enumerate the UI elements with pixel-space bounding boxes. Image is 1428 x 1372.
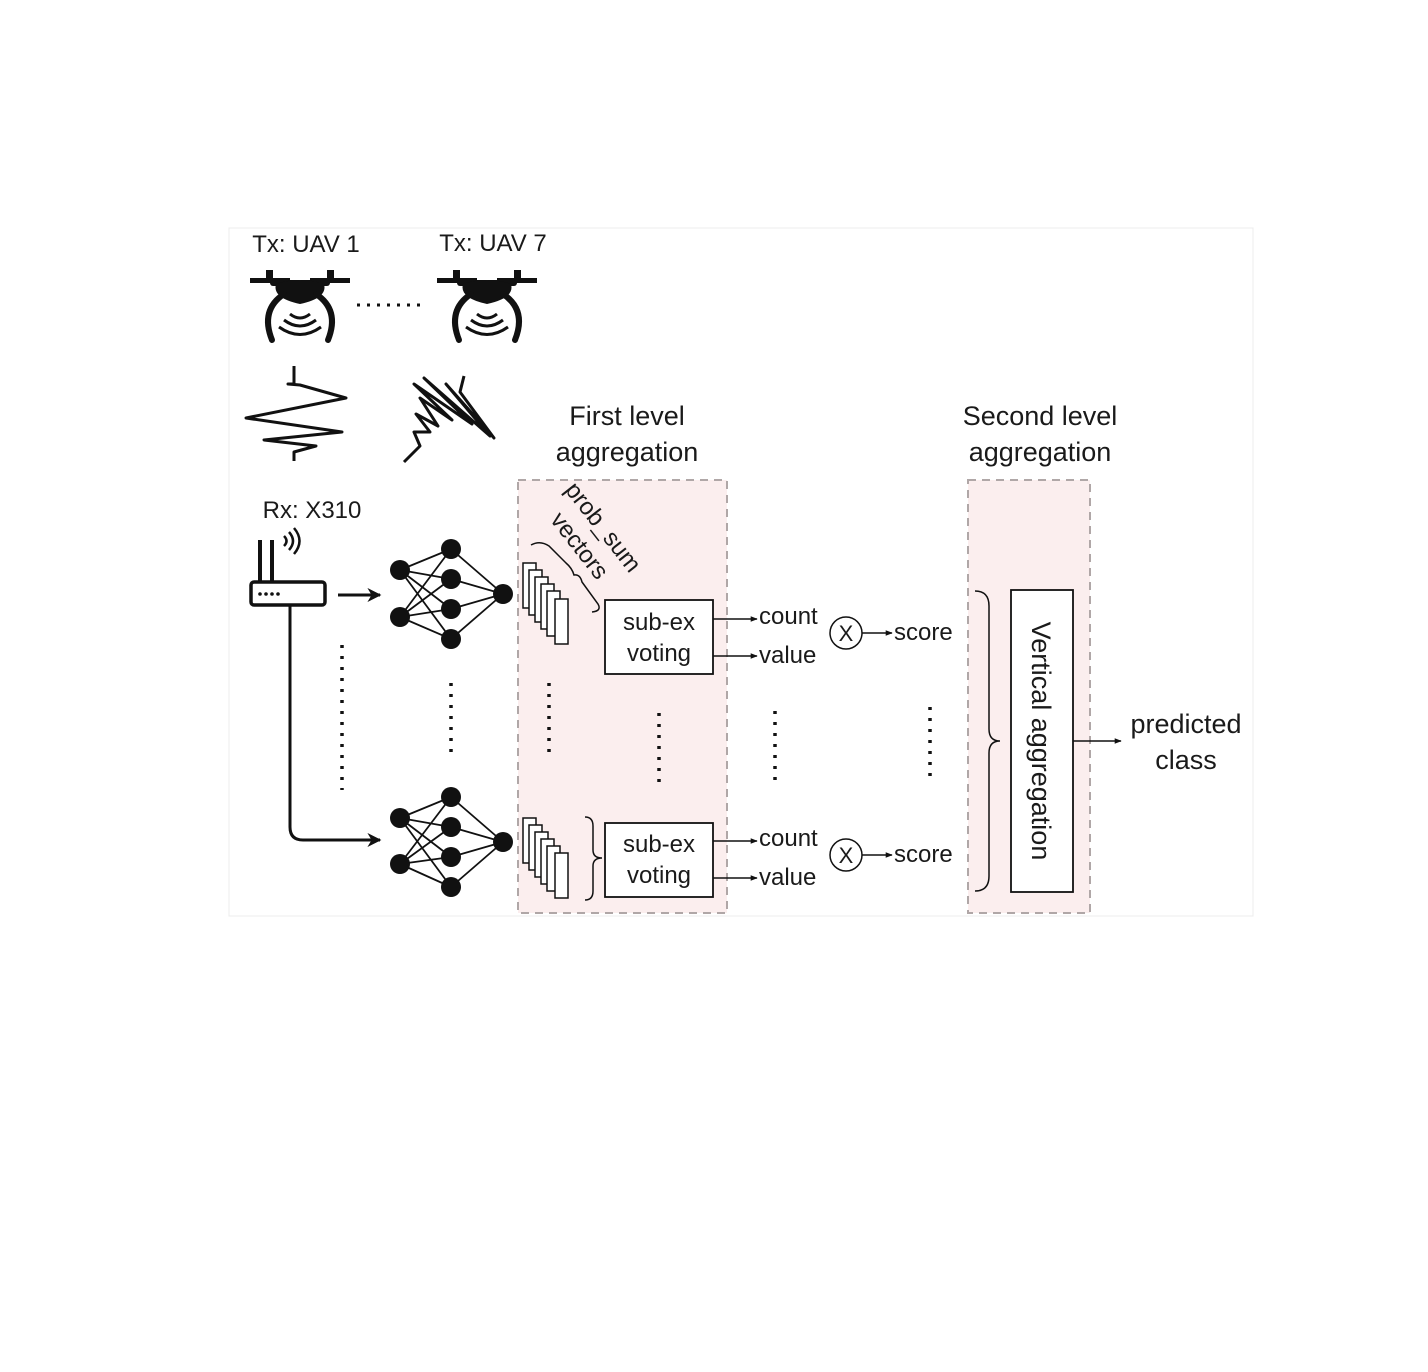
- first-level-title-line1: First level: [569, 401, 685, 431]
- first-level-title-line2: aggregation: [556, 437, 699, 467]
- rf-signal-icon: [402, 375, 496, 464]
- value-label: value: [759, 642, 816, 669]
- count-label: count: [759, 825, 818, 852]
- rf-signal-icon: [244, 366, 348, 461]
- score-label: score: [894, 619, 953, 646]
- second-level-title-line2: aggregation: [969, 437, 1112, 467]
- prob-sum-brace: [530, 542, 600, 613]
- sub-ex-voting-box: [604, 822, 714, 898]
- prob-sum-vector-stack: [522, 817, 569, 899]
- sub-ex-voting-box: [604, 599, 714, 675]
- uav-icon: [250, 270, 350, 343]
- router-to-network-arrow: [288, 605, 382, 847]
- voting-label-line2: voting: [627, 640, 691, 667]
- score-label: score: [894, 841, 953, 868]
- vertical-aggregation-box: [1010, 589, 1074, 893]
- prob-sum-vector-stack: [522, 562, 569, 645]
- router-icon: [249, 527, 327, 607]
- voting-label-line1: sub-ex: [623, 831, 695, 858]
- tx-uav1-label: Tx: UAV 1: [252, 231, 360, 258]
- figure-frame: [228, 227, 1254, 917]
- voting-label-line1: sub-ex: [623, 609, 695, 636]
- count-label: count: [759, 603, 818, 630]
- neural-network-icon: [390, 787, 513, 897]
- rx-label: Rx: X310: [263, 497, 362, 524]
- value-label: value: [759, 864, 816, 891]
- neural-network-icon: [390, 539, 513, 649]
- multiply-symbol: X: [839, 843, 854, 868]
- voting-label-line2: voting: [627, 862, 691, 889]
- predicted-class-label-line1: predicted: [1130, 709, 1241, 739]
- scores-brace: [974, 590, 1001, 892]
- multiply-symbol: X: [839, 621, 854, 646]
- uav-icon: [437, 270, 537, 343]
- stack-brace: [584, 816, 603, 901]
- vertical-aggregation-label: Vertical aggregation: [1026, 622, 1056, 861]
- second-level-title-line1: Second level: [963, 401, 1118, 431]
- tx-uav7-label: Tx: UAV 7: [439, 230, 547, 257]
- predicted-class-label-line2: class: [1155, 745, 1217, 775]
